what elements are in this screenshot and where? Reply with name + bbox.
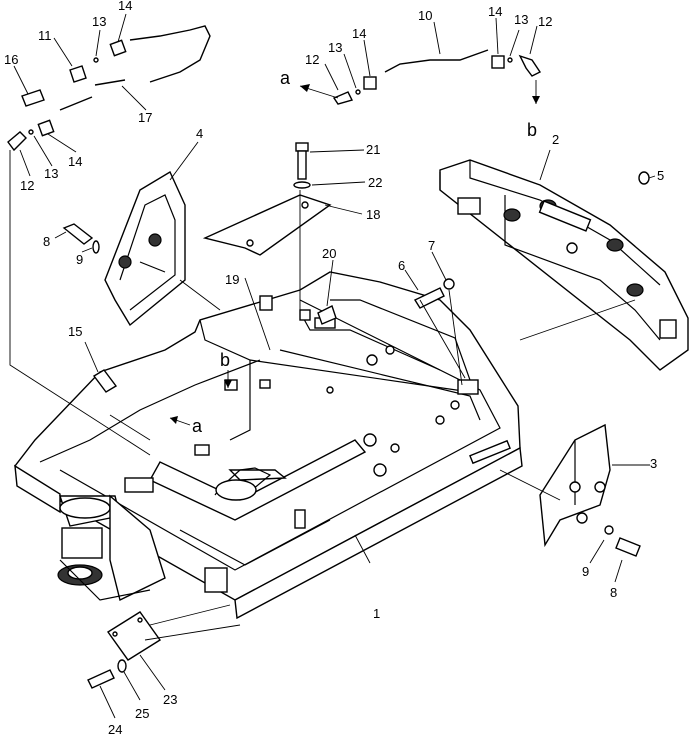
callout-12-right: 12 [538,14,552,29]
main-frame [14,271,523,620]
callout-11: 11 [38,28,52,43]
callout-8-right: 8 [610,585,617,600]
callout-9-left: 9 [76,252,83,267]
callout-16: 16 [4,52,18,67]
cover-plate [202,194,332,256]
callout-24: 24 [108,722,122,734]
hose-group [7,25,542,152]
callout-9-right: 9 [582,564,589,579]
callout-13-mid: 13 [328,40,342,55]
callout-labels: 1 2 3 4 5 6 7 8 8 9 9 10 11 12 12 12 13 … [4,0,664,734]
ref-b-top: b [527,120,537,140]
callout-15: 15 [68,324,82,339]
callout-13-upper-left: 13 [92,14,106,29]
callout-8-left: 8 [43,234,50,249]
callout-23: 23 [163,692,177,707]
callout-13-lower-left: 13 [44,166,58,181]
callout-21: 21 [366,142,380,157]
callout-1: 1 [373,606,380,621]
callout-13-right: 13 [514,12,528,27]
bracket-left [104,170,186,327]
callout-10: 10 [418,8,432,23]
callout-20: 20 [322,246,336,261]
callout-6: 6 [398,258,405,273]
ref-a-top: a [280,68,291,88]
reference-arrows [170,84,540,424]
callout-5: 5 [657,168,664,183]
side-plate-right [539,423,611,548]
callout-12-left: 12 [20,178,34,193]
callout-14-upper-left: 14 [118,0,132,13]
callout-18: 18 [366,207,380,222]
callout-7: 7 [428,238,435,253]
callout-14-right: 14 [488,4,502,19]
reference-letters: a b a b [192,68,537,436]
callout-2: 2 [552,132,559,147]
inspection-cover [106,611,162,661]
callout-19: 19 [225,272,239,287]
ref-b-frame: b [220,350,230,370]
counterweight [439,159,689,371]
ref-a-frame: a [192,416,203,436]
callout-25: 25 [135,706,149,721]
callout-14-lower-left: 14 [68,154,82,169]
callout-4: 4 [196,126,203,141]
callout-12-mid: 12 [305,52,319,67]
callout-14-mid: 14 [352,26,366,41]
callout-3: 3 [650,456,657,471]
callout-22: 22 [368,175,382,190]
callout-17: 17 [138,110,152,125]
